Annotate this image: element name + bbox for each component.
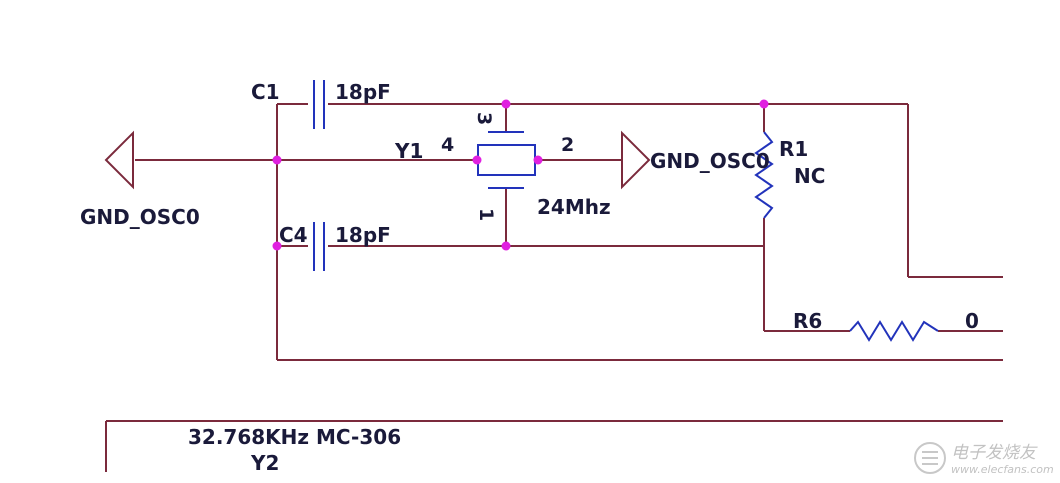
y1-value-label: 24Mhz	[537, 195, 611, 219]
junction-dots	[272, 99, 769, 251]
resistor-r1	[754, 131, 774, 219]
capacitor-c1	[313, 80, 325, 129]
capacitor-c4	[313, 222, 325, 271]
r6-value-label: 0	[965, 309, 979, 333]
r6-ref-label: R6	[793, 309, 822, 333]
y2-block	[105, 420, 1003, 472]
y1-pin-2: 2	[561, 134, 574, 156]
elecfans-logo-icon	[914, 442, 946, 474]
watermark: 电子发烧友 www.elecfans.com	[914, 442, 1054, 476]
ground-symbol-left	[104, 130, 134, 190]
y2-value-label: 32.768KHz MC-306	[188, 425, 401, 449]
y1-ref-label: Y1	[394, 139, 423, 163]
c4-value-label: 18pF	[335, 223, 391, 247]
y1-pin-3: 3	[473, 112, 495, 125]
c1-value-label: 18pF	[335, 80, 391, 104]
y2-ref-label: Y2	[250, 451, 279, 475]
r1-value-label: NC	[794, 164, 825, 188]
watermark-cn-text: 电子发烧友	[951, 443, 1038, 463]
ground-symbol-right	[621, 130, 651, 190]
y1-pin-1: 1	[475, 208, 497, 221]
c4-ref-label: C4	[279, 223, 308, 247]
resistor-r6	[849, 320, 939, 342]
watermark-url-text: www.elecfans.com	[951, 463, 1054, 476]
net-label-right: GND_OSC0	[650, 149, 770, 173]
net-label-left: GND_OSC0	[80, 205, 200, 229]
r1-ref-label: R1	[779, 137, 808, 161]
crystal-y1	[477, 131, 536, 189]
y1-pin-4: 4	[441, 134, 454, 156]
c1-ref-label: C1	[251, 80, 280, 104]
wires	[135, 103, 1003, 361]
